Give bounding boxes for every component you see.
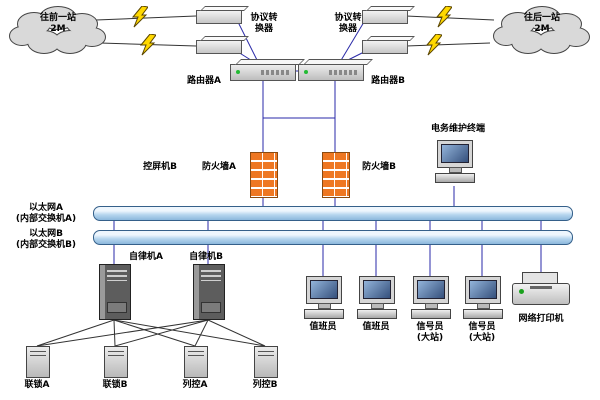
duty-officer-2-label: 值班员 xyxy=(362,322,390,332)
protocol-converter-icon xyxy=(362,40,408,54)
monitor-stand xyxy=(371,303,384,309)
interlocking-b-icon xyxy=(104,346,128,378)
firewall-a-label: 防火墙A xyxy=(202,162,236,172)
network-printer-label: 网络打印机 xyxy=(518,314,564,324)
monitor xyxy=(437,140,473,168)
keyboard xyxy=(357,309,397,319)
wan-cloud-right-icon xyxy=(493,6,590,54)
firewall-b-icon xyxy=(322,152,350,198)
autonomy-machine-a-icon xyxy=(99,264,131,320)
monitor-screen xyxy=(441,144,469,163)
interlocking-a-icon xyxy=(26,346,50,378)
keyboard xyxy=(304,309,344,319)
monitor xyxy=(465,276,501,304)
keyboard xyxy=(411,309,451,319)
monitor-screen xyxy=(417,280,445,299)
lightning-icon xyxy=(140,34,156,56)
firewall-a-icon xyxy=(250,152,278,198)
screen-machine-b-label: 控屏机B xyxy=(143,162,177,172)
lightning-icon xyxy=(132,6,148,28)
protocol-converter-left-label: 协议转换器 xyxy=(250,13,278,35)
duty-officer-2-icon xyxy=(356,276,397,322)
protocol-converter-right-label: 协议转换器 xyxy=(334,13,362,35)
router-led xyxy=(236,70,240,74)
router-a-label: 路由器A xyxy=(187,76,221,86)
maintenance-terminal-icon xyxy=(434,140,475,186)
firewall-b-label: 防火墙B xyxy=(362,162,396,172)
monitor-screen xyxy=(310,280,338,299)
ethernet-b-label: 以太网B(内部交换机B) xyxy=(15,229,77,251)
autonomy-machine-b-icon xyxy=(193,264,225,320)
autonomy-b-label: 自律机B xyxy=(189,252,223,262)
printer-led xyxy=(519,289,524,294)
keyboard xyxy=(435,173,475,183)
train-control-a-label: 列控A xyxy=(182,380,208,390)
printer-slot xyxy=(530,286,552,289)
monitor-stand xyxy=(477,303,490,309)
maintenance-terminal-label: 电务维护终端 xyxy=(430,124,485,134)
interlocking-b-label: 联锁B xyxy=(102,380,128,390)
keyboard xyxy=(463,309,503,319)
monitor xyxy=(359,276,395,304)
printer-body xyxy=(512,283,570,305)
monitor-stand xyxy=(318,303,331,309)
protocol-converter-icon xyxy=(196,40,242,54)
monitor xyxy=(413,276,449,304)
protocol-converter-icon xyxy=(362,10,408,24)
monitor xyxy=(306,276,342,304)
router-a-icon xyxy=(230,64,296,81)
signalman-1-label: 信号员(大站) xyxy=(416,322,444,344)
ethernet-bus-a xyxy=(93,206,573,221)
duty-officer-1-label: 值班员 xyxy=(309,322,337,332)
train-control-b-label: 列控B xyxy=(252,380,278,390)
router-b-label: 路由器B xyxy=(371,76,405,86)
signalman-2-label: 信号员(大站) xyxy=(468,322,496,344)
monitor-stand xyxy=(449,167,462,173)
lightning-icon xyxy=(426,34,442,56)
train-control-b-icon xyxy=(254,346,278,378)
monitor-stand xyxy=(425,303,438,309)
monitor-screen xyxy=(363,280,391,299)
interlocking-a-label: 联锁A xyxy=(24,380,50,390)
duty-officer-1-icon xyxy=(303,276,344,322)
ethernet-a-label: 以太网A(内部交换机A) xyxy=(15,203,77,225)
signalman-2-icon xyxy=(462,276,503,322)
signalman-1-icon xyxy=(410,276,451,322)
lightning-icon xyxy=(436,6,452,28)
protocol-converter-icon xyxy=(196,10,242,24)
network-printer-icon xyxy=(512,272,570,308)
router-b-icon xyxy=(298,64,364,81)
router-led xyxy=(304,70,308,74)
wan-cloud-left-icon xyxy=(9,6,106,54)
ethernet-bus-b xyxy=(93,230,573,245)
train-control-a-icon xyxy=(184,346,208,378)
autonomy-a-label: 自律机A xyxy=(129,252,163,262)
monitor-screen xyxy=(469,280,497,299)
